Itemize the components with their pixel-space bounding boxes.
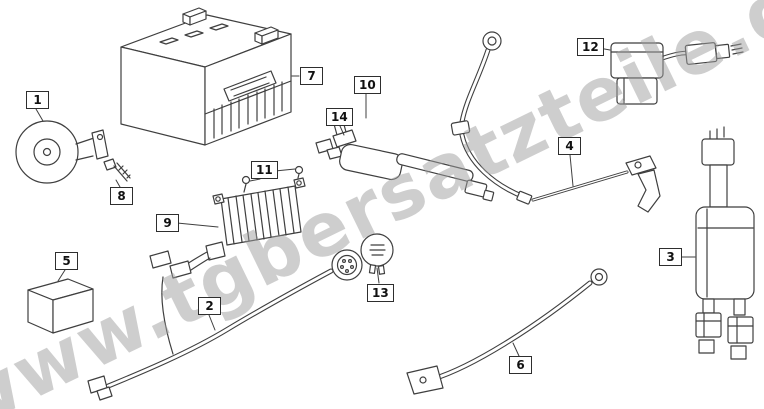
wiring-harness-illustration	[87, 249, 363, 401]
bolts-illustration	[241, 165, 304, 193]
battery-illustration	[120, 7, 292, 146]
part-label-11[interactable]: 11	[251, 161, 278, 179]
part-label-14[interactable]: 14	[326, 108, 353, 126]
part-label-3[interactable]: 3	[659, 248, 682, 266]
box-illustration	[27, 278, 94, 334]
part-label-8[interactable]: 8	[110, 187, 133, 205]
part-label-1[interactable]: 1	[26, 91, 49, 109]
part-label-9[interactable]: 9	[156, 214, 179, 232]
part-label-7[interactable]: 7	[300, 67, 323, 85]
ground-lead-illustration	[450, 31, 661, 213]
part-label-13[interactable]: 13	[367, 284, 394, 302]
part-label-4[interactable]: 4	[558, 137, 581, 155]
screw-illustration	[103, 158, 131, 182]
part-label-10[interactable]: 10	[354, 76, 381, 94]
relay-illustration	[610, 42, 744, 105]
regulator-rectifier-illustration	[149, 177, 306, 279]
horn-illustration	[15, 120, 109, 184]
part-label-6[interactable]: 6	[509, 356, 532, 374]
flasher-illustration	[360, 233, 394, 275]
part-label-2[interactable]: 2	[198, 297, 221, 315]
part-label-12[interactable]: 12	[577, 38, 604, 56]
control-unit-illustration	[695, 126, 755, 360]
starter-cable-illustration	[406, 268, 608, 395]
part-label-5[interactable]: 5	[55, 252, 78, 270]
